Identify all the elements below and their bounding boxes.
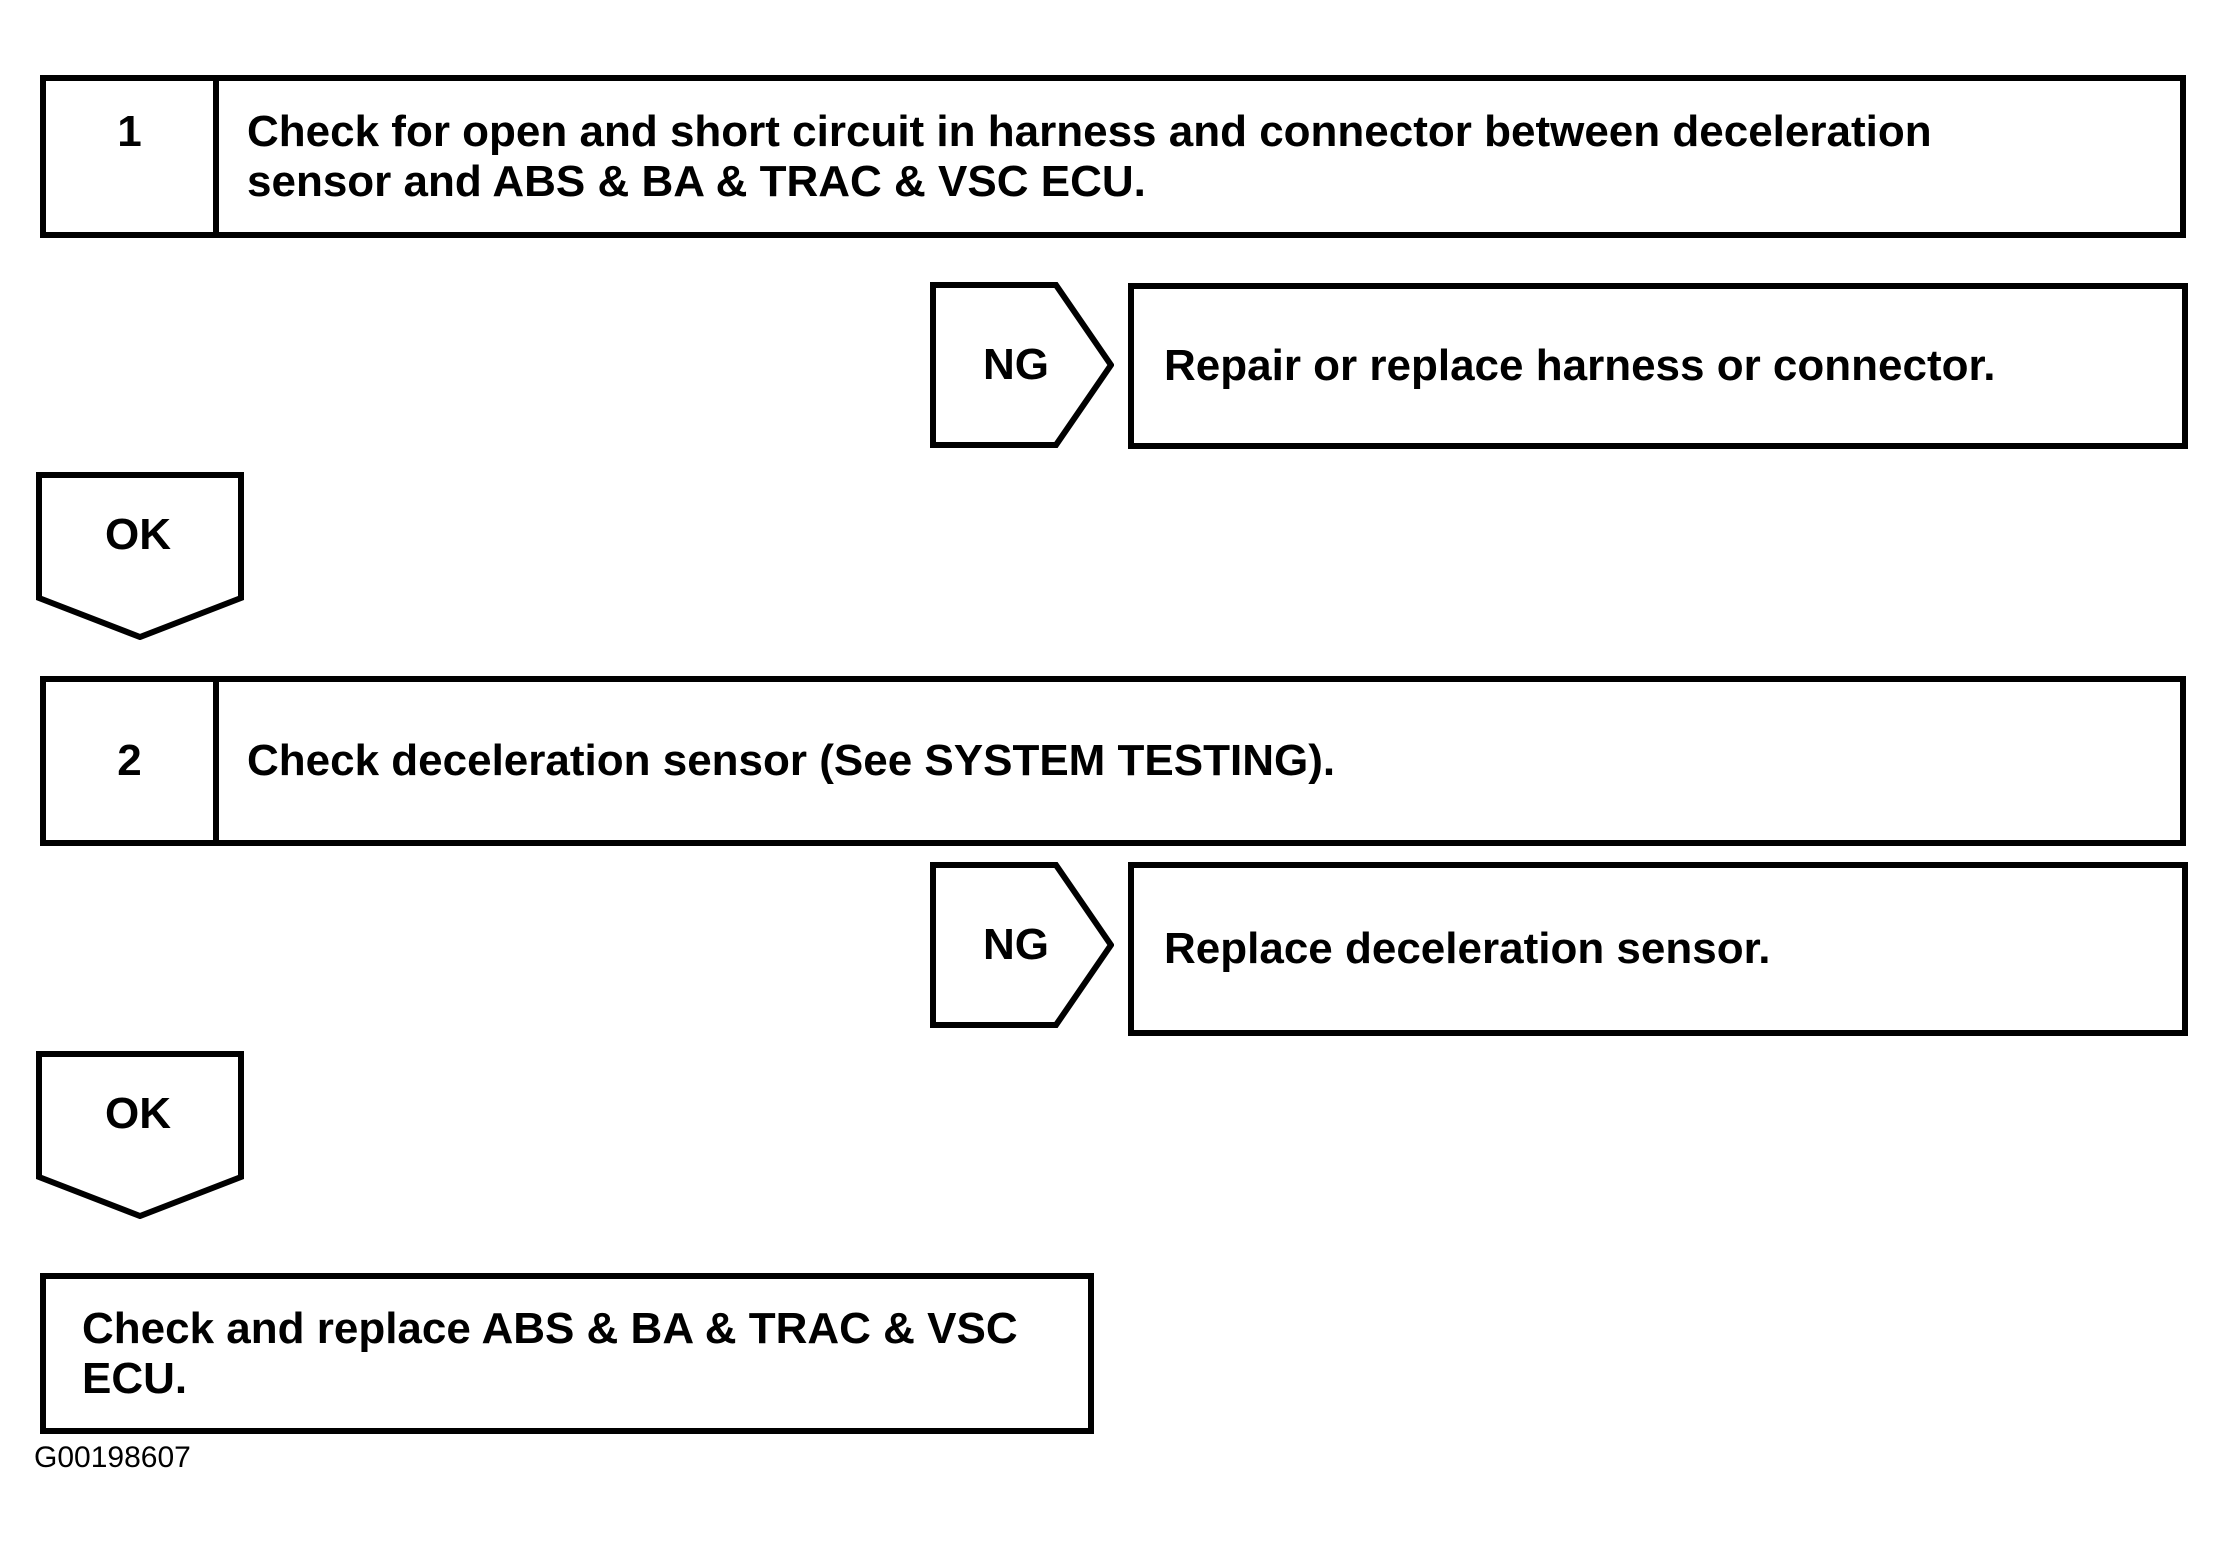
step-1-box: 1 Check for open and short circuit in ha… [40, 75, 2186, 238]
step-1-text: Check for open and short circuit in harn… [219, 81, 2180, 232]
figure-id: G00198607 [34, 1441, 191, 1474]
final-action-box: Check and replace ABS & BA & TRAC & VSC … [40, 1273, 1094, 1434]
step-number: 2 [117, 736, 142, 785]
ok-label: OK [105, 1089, 171, 1138]
ok-connector-1: OK [36, 472, 244, 640]
ng-arrow-icon [930, 282, 1114, 448]
result-text: Repair or replace harness or connector. [1164, 341, 1996, 390]
ng-result-box-1: Repair or replace harness or connector. [1128, 283, 2188, 449]
ng-arrow-icon [930, 862, 1114, 1028]
ok-label: OK [105, 510, 171, 559]
step-2-number-cell: 2 [46, 682, 219, 840]
result-text: Replace deceleration sensor. [1164, 924, 1771, 973]
ng-connector-2: NG [930, 862, 1114, 1028]
step-1-number-cell: 1 [46, 81, 219, 232]
ng-connector-1: NG [930, 282, 1114, 448]
step-text-line: sensor and ABS & BA & TRAC & VSC ECU. [247, 156, 1146, 206]
step-text-line: Check for open and short circuit in harn… [247, 106, 1932, 156]
ng-result-box-2: Replace deceleration sensor. [1128, 862, 2188, 1036]
ng-label: NG [983, 920, 1049, 969]
step-2-box: 2 Check deceleration sensor (See SYSTEM … [40, 676, 2186, 846]
ok-arrow-icon [36, 472, 244, 640]
ok-connector-2: OK [36, 1051, 244, 1219]
ng-label: NG [983, 340, 1049, 389]
step-number: 1 [117, 106, 142, 156]
step-text-line: Check deceleration sensor (See SYSTEM TE… [247, 736, 1336, 785]
final-text-line: ECU. [82, 1353, 188, 1403]
final-text-line: Check and replace ABS & BA & TRAC & VSC [82, 1303, 1018, 1353]
step-2-text: Check deceleration sensor (See SYSTEM TE… [219, 682, 2180, 840]
ok-arrow-icon [36, 1051, 244, 1219]
